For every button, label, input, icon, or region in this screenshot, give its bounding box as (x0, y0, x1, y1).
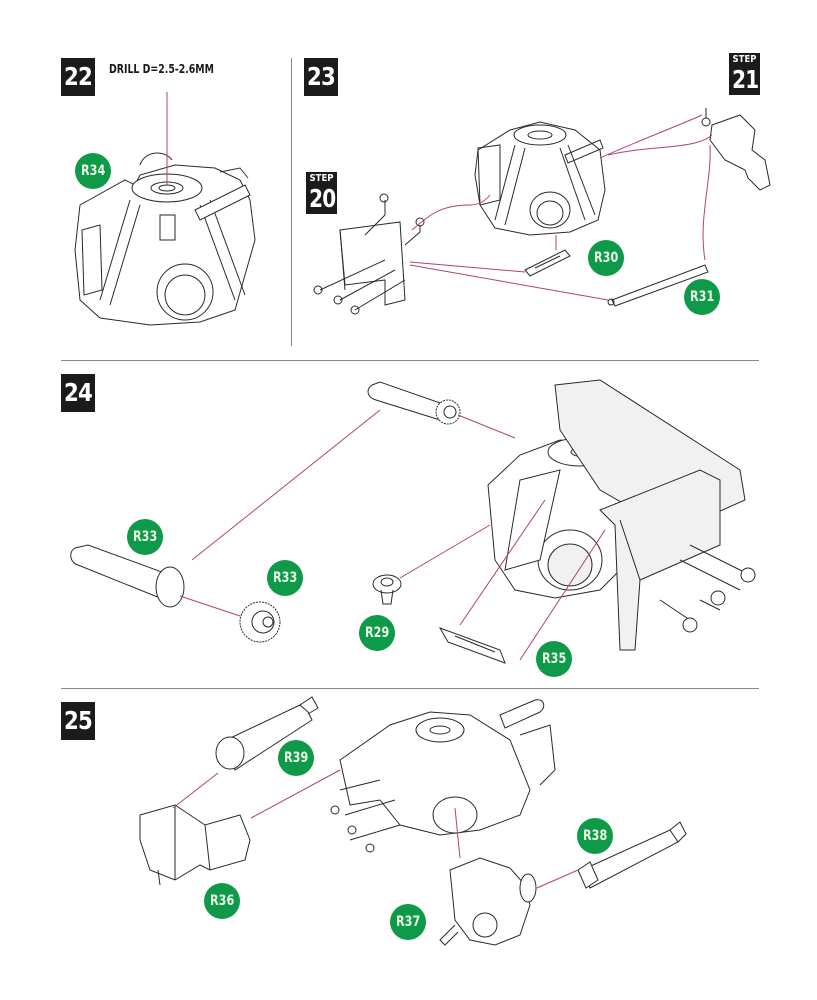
part-badge-r38: R38 (577, 818, 613, 854)
transfer-case-part-r36 (139, 804, 251, 886)
gearbox-assembly-step25 (330, 699, 556, 853)
rod-part-r31 (607, 264, 709, 307)
leader-lines (166, 92, 713, 889)
drill-note: DRILL D=2.5-2.6MM (109, 62, 214, 76)
part-badge-r39: R39 (278, 740, 314, 776)
part-badge-r35: R35 (536, 641, 572, 677)
shaft-part-r38 (577, 821, 687, 889)
part-badge-r31: R31 (684, 279, 720, 315)
step-number-23: 23 (304, 58, 338, 96)
bolt-part-r29 (372, 574, 402, 605)
part-badge-r36: R36 (204, 883, 240, 919)
link-part-r35 (438, 627, 506, 664)
row-divider-1 (61, 360, 759, 361)
shaft-upper-step24 (367, 381, 461, 425)
shaft-part-r39 (215, 696, 319, 771)
row-divider-2 (61, 688, 759, 689)
column-divider (291, 58, 292, 346)
part-badge-r33-shaft: R33 (127, 519, 163, 555)
step-number-25: 25 (61, 702, 95, 740)
link-part-r30 (524, 249, 571, 277)
part-badge-r34: R34 (75, 153, 111, 189)
gear-part-r33 (239, 601, 281, 643)
differential-part-r37 (439, 857, 537, 946)
step-number-24: 24 (61, 374, 95, 412)
gearbox-with-frame-step24 (487, 379, 756, 651)
gearbox-housing-step23 (474, 121, 606, 236)
step-ref-20: STEP 20 (306, 172, 337, 214)
step-number-22: 22 (61, 58, 95, 96)
part-badge-r30: R30 (588, 240, 624, 276)
part-badge-r33-gear: R33 (267, 560, 303, 596)
lift-arm-step21 (701, 108, 771, 191)
shaft-part-r33 (70, 544, 185, 608)
step-ref-21: STEP 21 (729, 53, 760, 95)
part-badge-r29: R29 (359, 615, 395, 651)
lift-frame-step20 (313, 193, 425, 315)
part-badge-r37: R37 (390, 904, 426, 940)
